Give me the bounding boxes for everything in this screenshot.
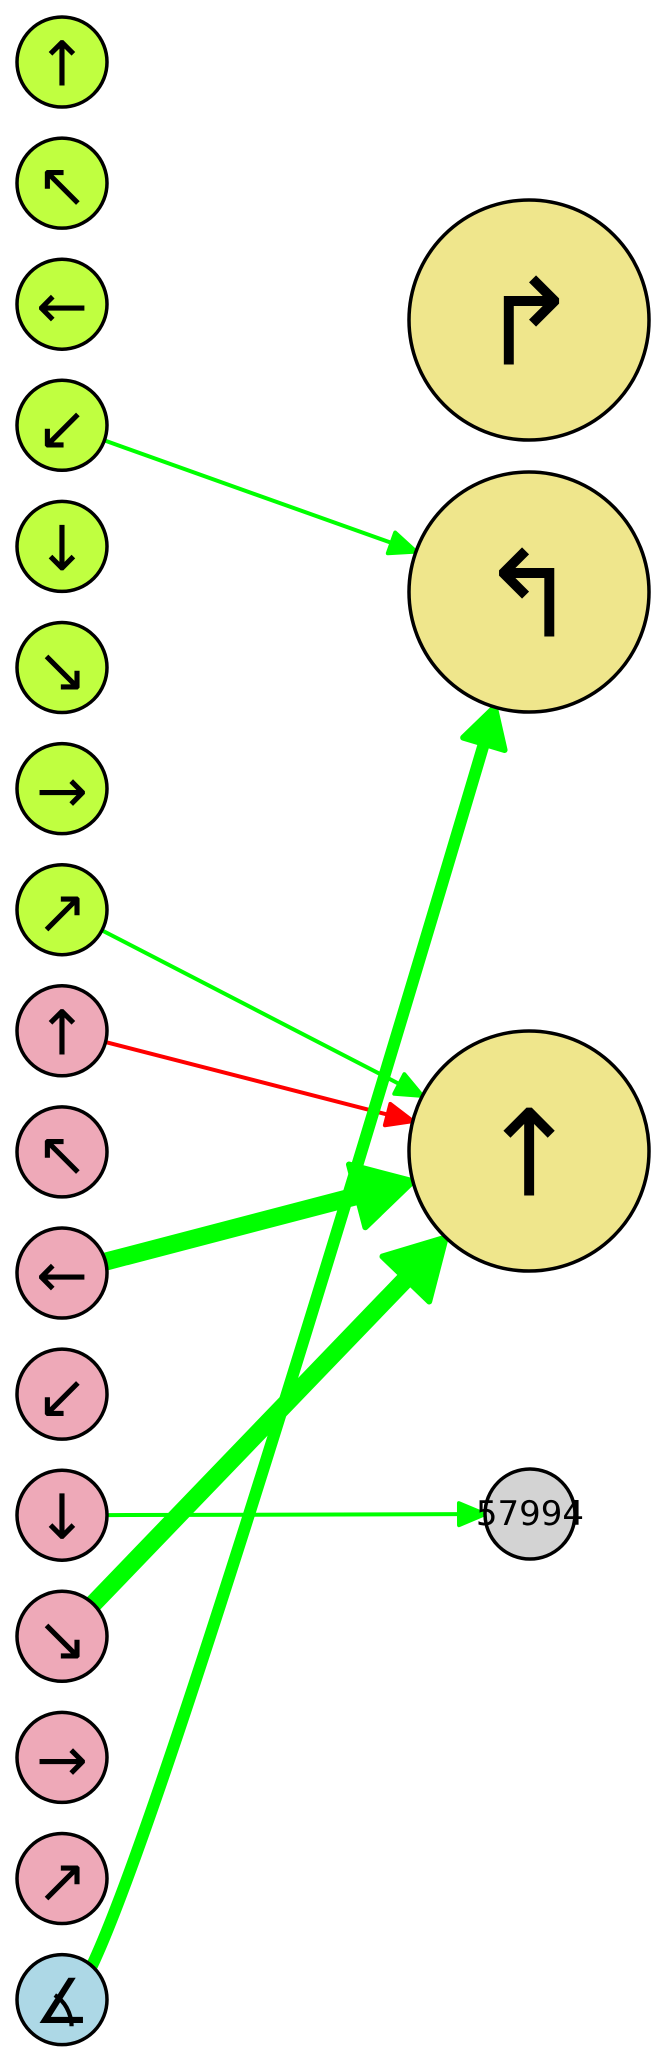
pink-node-circle xyxy=(15,1105,109,1199)
green-node-circle xyxy=(15,620,109,715)
green-node-circle xyxy=(15,499,109,594)
node-g-down: ↓ xyxy=(15,499,109,594)
target-node-circle xyxy=(407,198,651,442)
arrow-glyph-icon: ∡ xyxy=(34,1965,90,2038)
edge-g-down-left-to-t-up-left-turn xyxy=(102,438,418,556)
blue-node-circle xyxy=(15,1952,109,2047)
edge-p-down-to-n-57994 xyxy=(105,1501,488,1528)
edge-g-up-right-to-t-up xyxy=(99,928,425,1098)
node-p-down-right: ↘ xyxy=(15,1589,109,1684)
pink-node-circle xyxy=(15,1831,109,1926)
edge-line xyxy=(84,1269,415,1613)
edge-line xyxy=(103,1040,390,1117)
output-node-circle xyxy=(483,1467,577,1561)
node-g-up: ↑ xyxy=(15,15,109,109)
node-g-up-right: ↗ xyxy=(15,862,109,957)
arrow-glyph-icon: ↗ xyxy=(36,875,88,948)
turn-arrow-icon: ↰ xyxy=(479,527,580,666)
pink-node-circle xyxy=(15,1589,109,1684)
green-node-circle xyxy=(15,741,109,836)
node-g-right: → xyxy=(15,741,109,836)
edge-p-up-to-t-up xyxy=(103,1040,415,1128)
node-g-left: ← xyxy=(15,257,109,351)
edge-arrowhead xyxy=(460,704,508,753)
target-node-circle xyxy=(407,470,651,714)
pink-node-circle xyxy=(15,1468,109,1562)
arrow-glyph-icon: ↘ xyxy=(36,633,88,706)
turn-arrow-icon: ↱ xyxy=(479,255,580,394)
edge-arrowhead xyxy=(456,1501,488,1528)
pink-node-circle xyxy=(15,1347,109,1441)
arrow-glyph-icon: ↘ xyxy=(36,1602,88,1675)
edge-arrowhead xyxy=(379,1234,449,1305)
green-node-circle xyxy=(15,378,109,473)
node-p-down-left: ↙ xyxy=(15,1347,109,1441)
nodes-layer: ↑ ↖ ← ↙ ↓ ↘ → ↗ ↑ ↖ ← ↙ ↓ ↘ → ↗ ∡ ↱ ↰ ↑ 57994 xyxy=(15,15,651,2047)
edge-p-left-to-t-up xyxy=(96,1161,416,1271)
arrow-glyph-icon: ↓ xyxy=(36,1481,88,1554)
pink-node-circle xyxy=(15,984,109,1078)
target-node-t-up: ↑ xyxy=(407,1029,651,1273)
edge-line xyxy=(86,737,490,1972)
node-p-left: ← xyxy=(15,1226,109,1320)
pink-node-circle xyxy=(15,1226,109,1320)
edge-arrowhead xyxy=(385,530,418,556)
arrow-glyph-icon: ← xyxy=(36,1239,88,1312)
arrow-glyph-icon: ↗ xyxy=(36,1844,88,1917)
green-node-circle xyxy=(15,862,109,957)
arrow-glyph-icon: ↙ xyxy=(36,391,88,464)
node-p-up-right: ↗ xyxy=(15,1831,109,1926)
node-g-up-left: ↖ xyxy=(15,136,109,230)
node-p-down: ↓ xyxy=(15,1468,109,1562)
turn-arrow-icon: ↑ xyxy=(479,1086,580,1225)
edge-line xyxy=(96,1186,367,1271)
green-node-circle xyxy=(15,136,109,230)
arrow-glyph-icon: → xyxy=(36,754,88,827)
edge-arrowhead xyxy=(382,1101,415,1128)
edge-p-down-right-to-t-up xyxy=(84,1234,449,1613)
edge-line xyxy=(99,928,402,1086)
target-node-circle xyxy=(407,1029,651,1273)
edges-layer xyxy=(84,438,508,1972)
arrow-glyph-icon: ↑ xyxy=(36,28,88,101)
edge-arrowhead xyxy=(345,1161,416,1231)
node-b-angle: ∡ xyxy=(15,1952,109,2047)
arrow-glyph-icon: ← xyxy=(36,270,88,343)
arrow-glyph-icon: ↖ xyxy=(36,1117,88,1190)
target-node-t-up-left-turn: ↰ xyxy=(407,470,651,714)
target-node-t-up-right-turn: ↱ xyxy=(407,198,651,442)
node-p-up-left: ↖ xyxy=(15,1105,109,1199)
node-p-up: ↑ xyxy=(15,984,109,1078)
node-g-down-left: ↙ xyxy=(15,378,109,473)
edge-b-angle-to-t-up-left-turn xyxy=(86,704,508,1972)
arrow-glyph-icon: ↑ xyxy=(36,996,88,1069)
green-node-circle xyxy=(15,257,109,351)
arrow-glyph-icon: ↖ xyxy=(36,149,88,222)
green-node-circle xyxy=(15,15,109,109)
node-g-down-right: ↘ xyxy=(15,620,109,715)
edge-line xyxy=(105,1512,461,1518)
pink-node-circle xyxy=(15,1710,109,1805)
arrow-glyph-icon: → xyxy=(36,1723,88,1796)
arrow-glyph-icon: ↙ xyxy=(36,1360,88,1433)
output-node-label: 57994 xyxy=(476,1494,584,1534)
output-node-57994: 57994 xyxy=(476,1467,584,1561)
edge-line xyxy=(102,438,394,545)
node-p-right: → xyxy=(15,1710,109,1805)
edge-arrowhead xyxy=(392,1072,425,1098)
arrow-glyph-icon: ↓ xyxy=(36,512,88,585)
